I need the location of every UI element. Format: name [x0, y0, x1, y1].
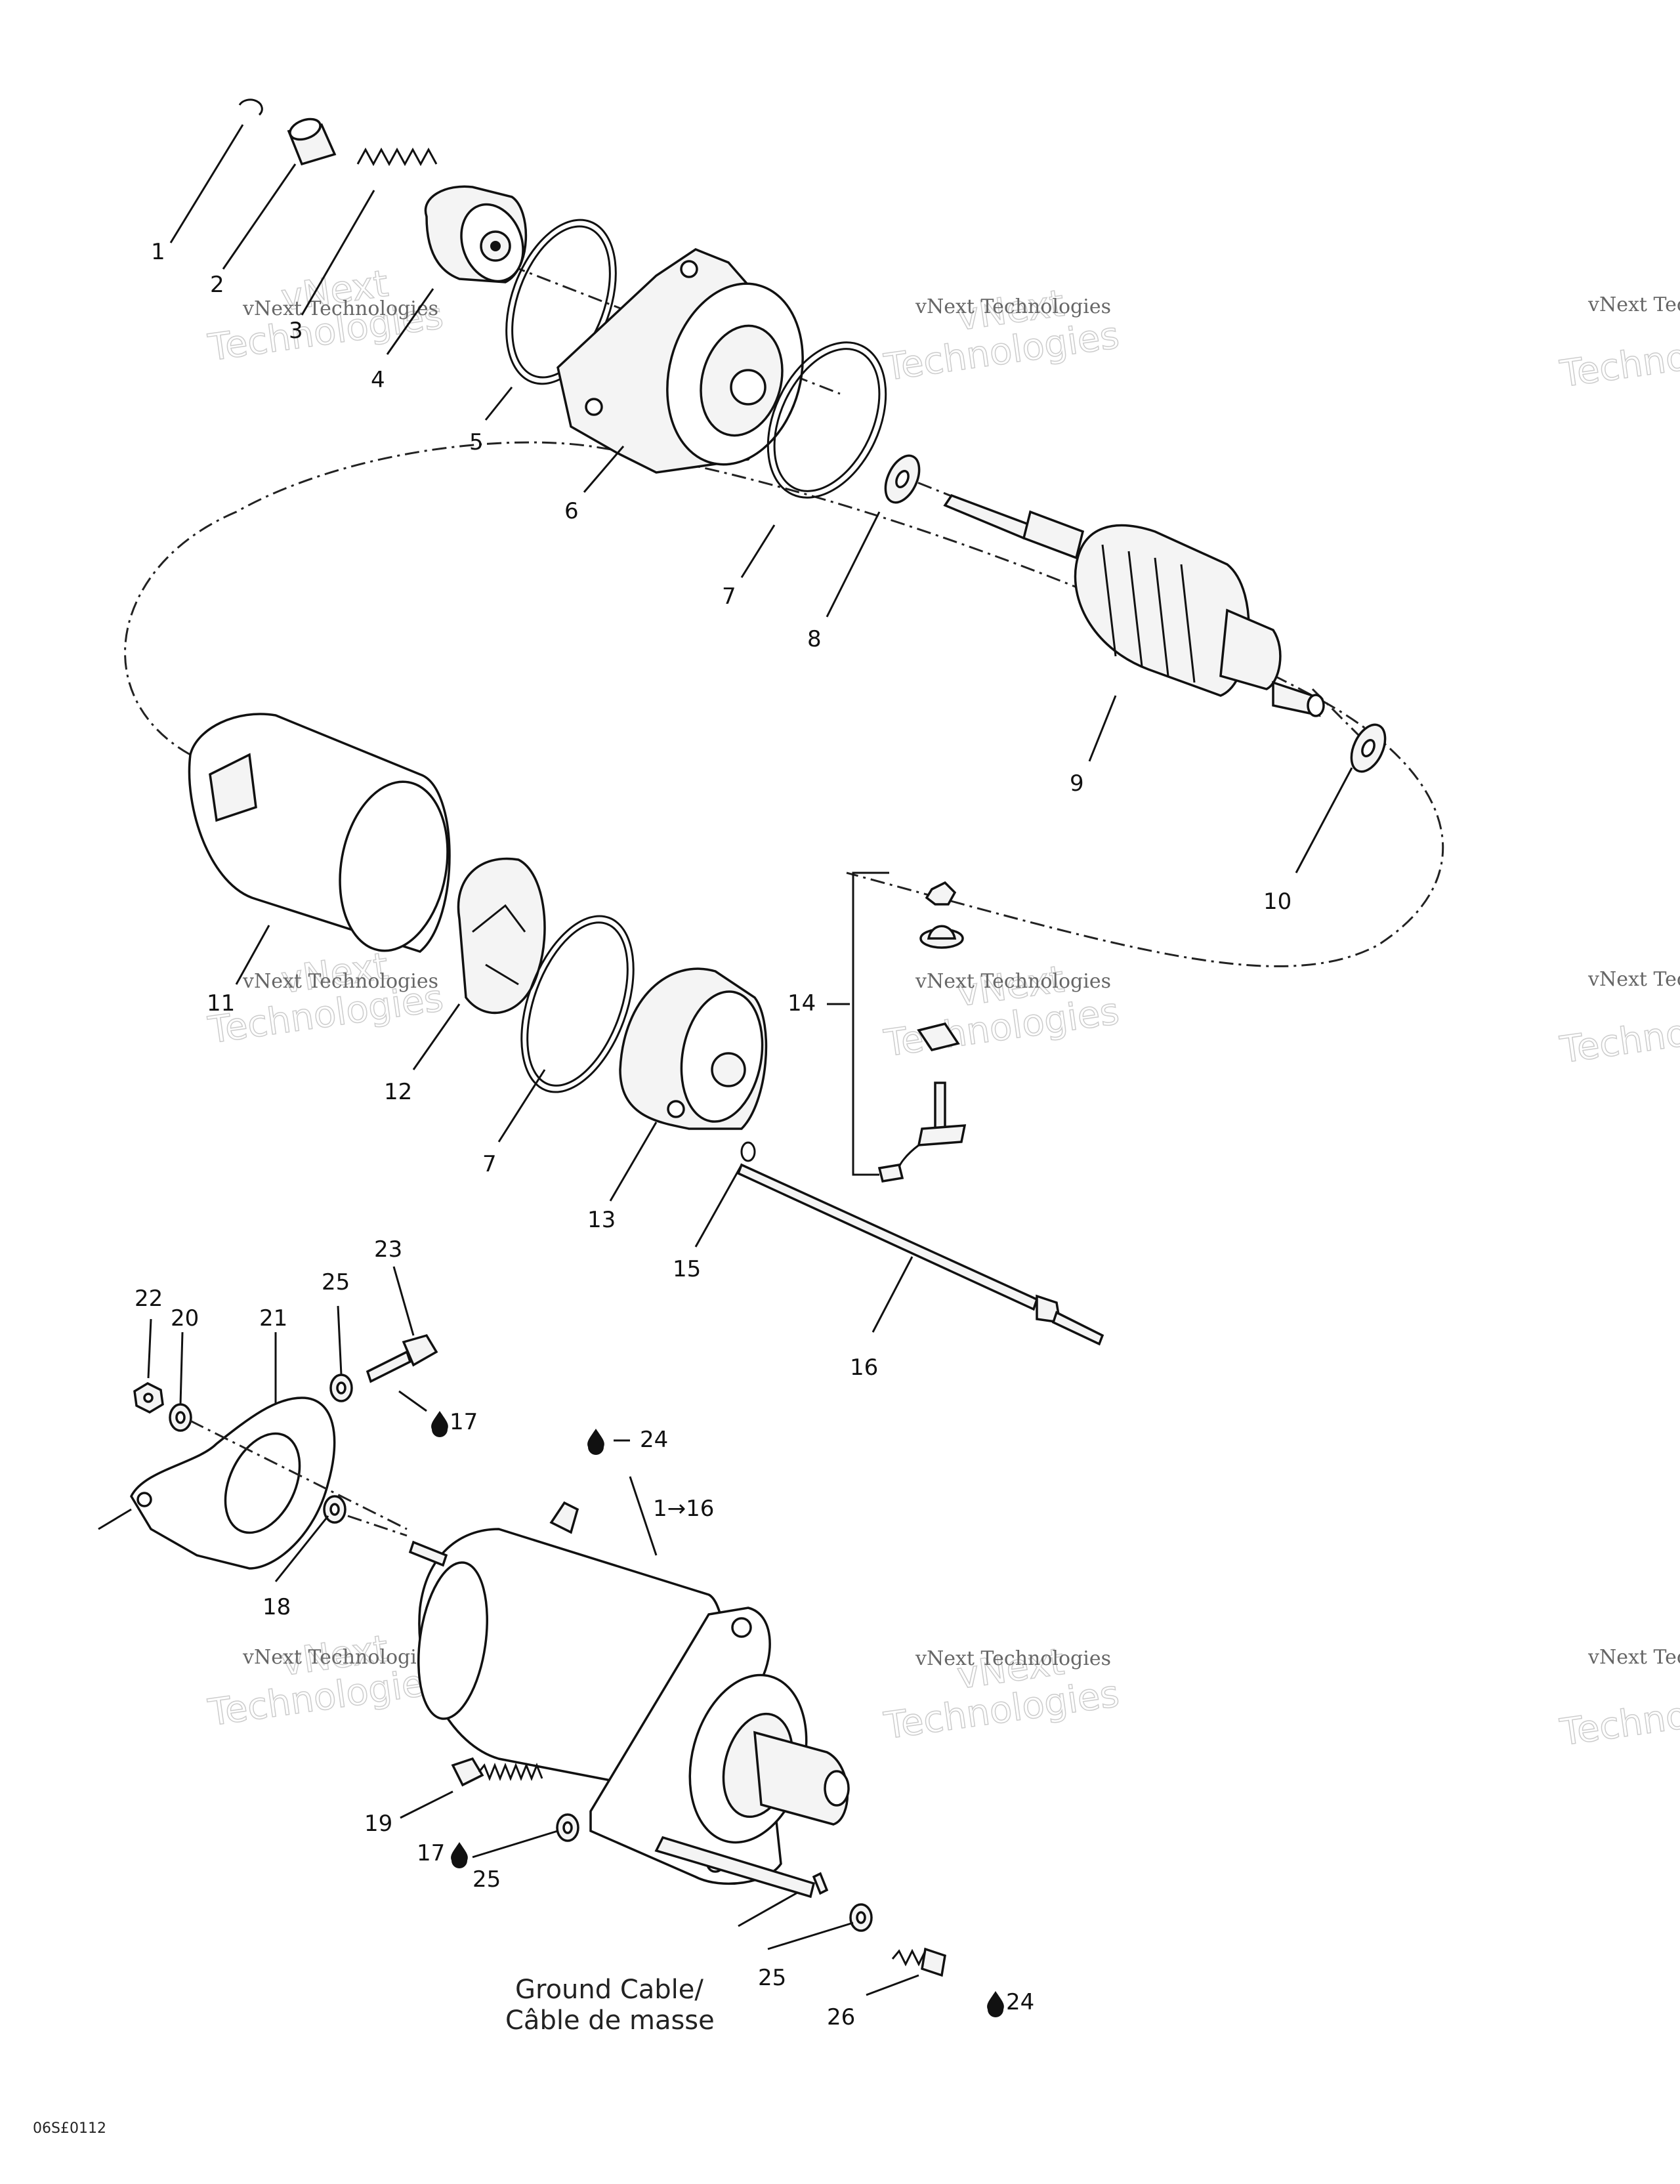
callout-25-mid: 25 [472, 1866, 501, 1893]
callout-2: 2 [210, 272, 224, 298]
callout-6: 6 [564, 498, 579, 524]
drop-icon-24-bottom [987, 1991, 1004, 2017]
callout-20: 20 [171, 1305, 199, 1332]
o-ring-part-5 [505, 219, 617, 385]
callout-7-lower: 7 [482, 1151, 497, 1177]
spring-part-3 [356, 147, 438, 167]
callout-26: 26 [827, 2004, 855, 2030]
callout-15: 15 [673, 1256, 701, 1282]
watermark-6: vNext Technologies [1587, 968, 1680, 991]
screw-part-23 [366, 1334, 438, 1383]
brush-kit-part-14 [852, 872, 967, 1183]
stop-collar-part-2 [287, 117, 337, 166]
brush-holder-plate-part-12 [457, 857, 546, 1015]
nut-part-22 [133, 1382, 164, 1414]
ground-cable-caption-en: Ground Cable/ [515, 1975, 704, 2005]
washer-part-25-top [329, 1374, 353, 1402]
callout-13: 13 [587, 1207, 616, 1233]
callout-9: 9 [1070, 770, 1084, 797]
callout-10: 10 [1263, 889, 1292, 915]
watermark-8: vNext Technologies [915, 1647, 1111, 1670]
callout-25-bottom: 25 [758, 1965, 786, 1991]
through-bolt-part-16 [736, 1163, 1104, 1346]
drop-icon-17-bottom [451, 1842, 468, 1868]
callout-5: 5 [469, 429, 484, 455]
watermark-9: vNext Technologies [1587, 1646, 1680, 1669]
drop-icons [431, 1411, 1004, 2017]
washer-part-10 [1350, 723, 1387, 773]
washer-part-20 [169, 1403, 192, 1432]
callout-22: 22 [135, 1286, 163, 1312]
washer-part-25-mid [556, 1813, 579, 1842]
end-cover-part-13 [619, 967, 768, 1130]
o-ring-part-15 [740, 1141, 756, 1162]
ground-cable [654, 1836, 829, 1927]
drop-icon-17-top [431, 1411, 448, 1437]
watermark-large-3: Technologies [1557, 321, 1680, 396]
yoke-housing-part-11 [188, 713, 451, 953]
callout-8: 8 [807, 626, 822, 652]
ground-cable-caption-fr: Câble de masse [505, 2006, 715, 2036]
callout-17-bottom: 17 [417, 1840, 445, 1866]
callout-4: 4 [371, 367, 385, 393]
screw-part-19 [451, 1757, 543, 1787]
callout-19: 19 [364, 1811, 392, 1837]
watermark-5: vNext Technologies [915, 970, 1111, 993]
drive-housing-part-6 [556, 248, 804, 474]
drive-pinion-part-4 [424, 185, 528, 284]
watermark-1: vNext Technologies [242, 297, 438, 320]
watermarks: Technologies vNext vNext Technologies Te… [205, 262, 1680, 1755]
watermark-4: vNext Technologies [242, 970, 438, 993]
watermark-7: vNext Technologies [242, 1646, 438, 1669]
callout-18: 18 [262, 1594, 291, 1620]
drawing-code: 06S£0112 [33, 2120, 106, 2137]
watermark-large-9: Technologies [1557, 1679, 1680, 1755]
watermark-large-6: Technologies [1557, 997, 1680, 1072]
callout-3: 3 [289, 318, 303, 344]
drop-icon-24-top [587, 1429, 604, 1455]
assembly-outline [124, 441, 1444, 967]
callout-21: 21 [259, 1305, 287, 1332]
washer-part-25-bottom [849, 1903, 873, 1932]
callout-7-upper: 7 [722, 583, 736, 610]
callout-25-top: 25 [322, 1269, 350, 1295]
callout-17-top: 17 [450, 1409, 478, 1435]
callout-16: 16 [850, 1354, 878, 1381]
circlip-part-1 [238, 98, 263, 116]
o-ring-part-7-lower [520, 915, 635, 1093]
leader-lines [147, 124, 1353, 1996]
callout-24-top: 24 [640, 1427, 668, 1453]
watermark-3: vNext Technologies [1587, 293, 1680, 316]
armature-part-9 [943, 494, 1325, 717]
callout-1: 1 [151, 239, 165, 265]
callout-assembly: 1→16 [653, 1496, 714, 1522]
callout-12: 12 [384, 1079, 412, 1105]
o-ring-part-7-upper [766, 341, 887, 499]
callout-24-bottom: 24 [1006, 1989, 1034, 2015]
watermark-2: vNext Technologies [915, 295, 1111, 318]
callouts: 1 2 3 4 5 6 7 8 9 10 11 12 7 13 14 15 16… [135, 239, 1292, 2030]
callout-14: 14 [788, 990, 816, 1017]
callout-11: 11 [207, 990, 235, 1017]
bracket-part-21 [98, 1396, 336, 1570]
starter-assembly [408, 1501, 850, 1885]
screw-part-26 [891, 1947, 946, 1977]
washer-part-18 [323, 1495, 346, 1524]
callout-23: 23 [374, 1236, 402, 1263]
washer-part-8 [884, 454, 921, 504]
